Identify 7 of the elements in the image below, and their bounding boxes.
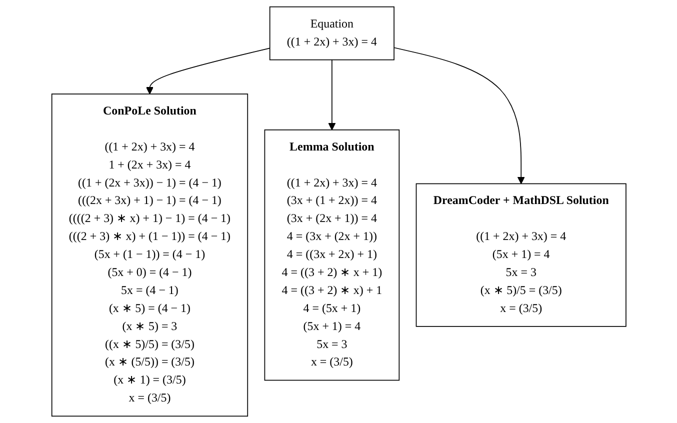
arrow [393,47,524,184]
arrow [328,59,336,130]
node-box: ConPoLe Solution ((1 + 2x) + 3x) = 4 1 + (2x + 3x) = 4 ((1 + (2x + 3x)) − 1) = (4 − 1) (((2x + 3x) + 1) − 1) = (4 − 1) ((((2 + 3) ∗ x) + 1) − 1) = (4 − 1) (((2 + 3) ∗ x) + (1 − 1)) = (4 − 1) (5x + (1 − 1)) = (4 − 1) (5x + 0) = (4 − 1) 5x = (4 − 1) (x ∗ 5) = (4 − 1) (x ∗ 5) = 3 ((x ∗ 5)/5) = (3/5) (x ∗ (5/5)) = (3/5) (x ∗ 1) = (3/5) x = (3/5) [51,94,248,417]
node-box: Equation ((1 + 2x) + 3x) = 4 [269,6,394,60]
arrow [146,48,270,94]
node-box: Lemma Solution ((1 + 2x) + 3x) = 4 (3x + (1 + 2x)) = 4 (3x + (2x + 1)) = 4 4 = (3x + (2x + 1)) 4 = ((3x + 2x) + 1) 4 = ((3 + 2) ∗ x + 1) 4 = ((3 + 2) ∗ x) + 1 4 = (5x + 1) (5x + 1) = 4 5x = 3 x = (3/5) [264,129,400,381]
node-box: DreamCoder + MathDSL Solution ((1 + 2x) + 3x) = 4 (5x + 1) = 4 5x = 3 (x ∗ 5)/5 = (3/5) x = (3/5) [415,183,626,327]
